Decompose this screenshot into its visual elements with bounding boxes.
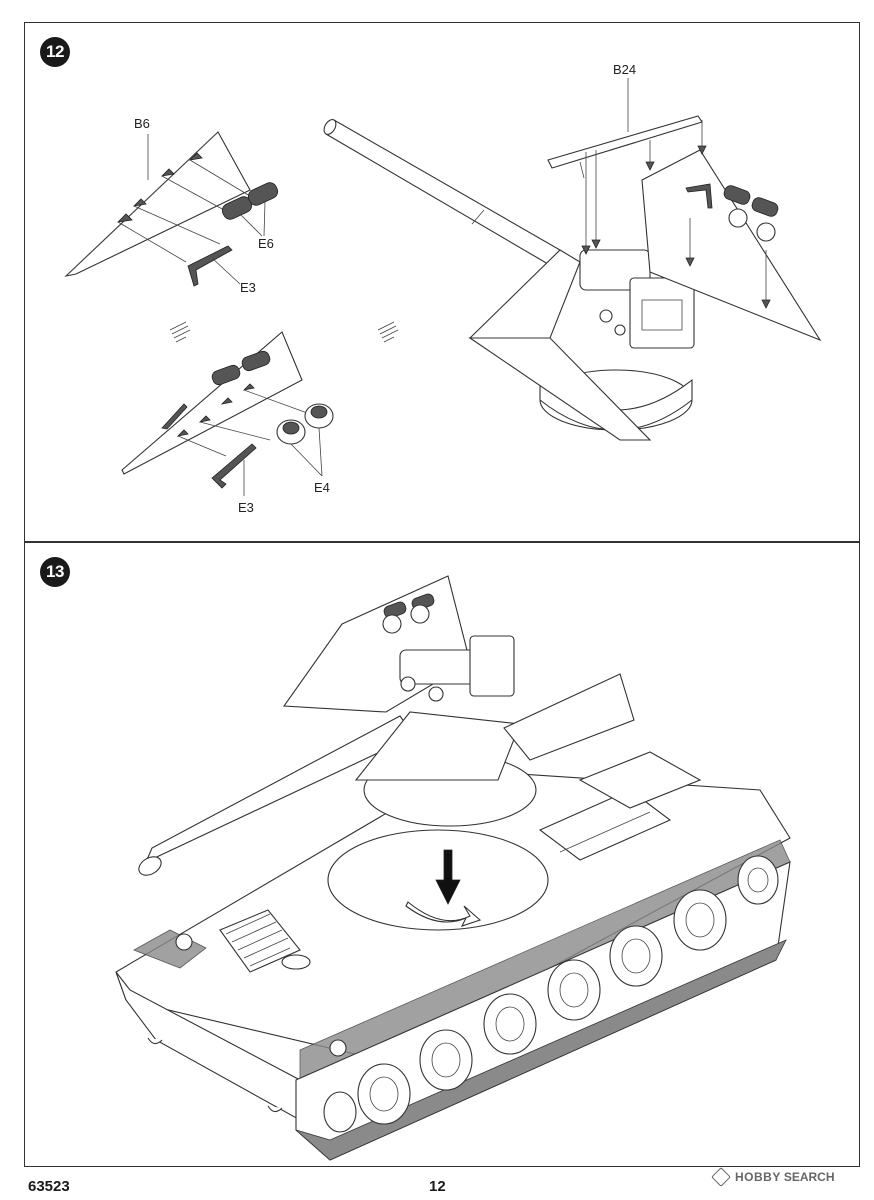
watermark: HOBBY SEARCH <box>711 1167 835 1187</box>
step-13-badge: 13 <box>40 557 70 587</box>
page-number: 12 <box>429 1178 446 1195</box>
part-label-e6: E6 <box>258 236 274 251</box>
part-label-e3-top: E3 <box>240 280 256 295</box>
part-label-b24: B24 <box>613 62 637 77</box>
step-12-badge: 12 <box>40 37 70 67</box>
watermark-brand: HOBBY <box>735 1170 781 1184</box>
kit-number: 63523 <box>28 1178 70 1195</box>
step-12-panel <box>24 22 860 542</box>
part-label-e3-bottom: E3 <box>238 500 254 515</box>
step-13-panel <box>24 542 860 1167</box>
part-label-b6: B6 <box>134 116 150 131</box>
watermark-word: SEARCH <box>783 1170 835 1184</box>
part-label-e4: E4 <box>314 480 330 495</box>
watermark-logo-icon <box>711 1167 731 1187</box>
